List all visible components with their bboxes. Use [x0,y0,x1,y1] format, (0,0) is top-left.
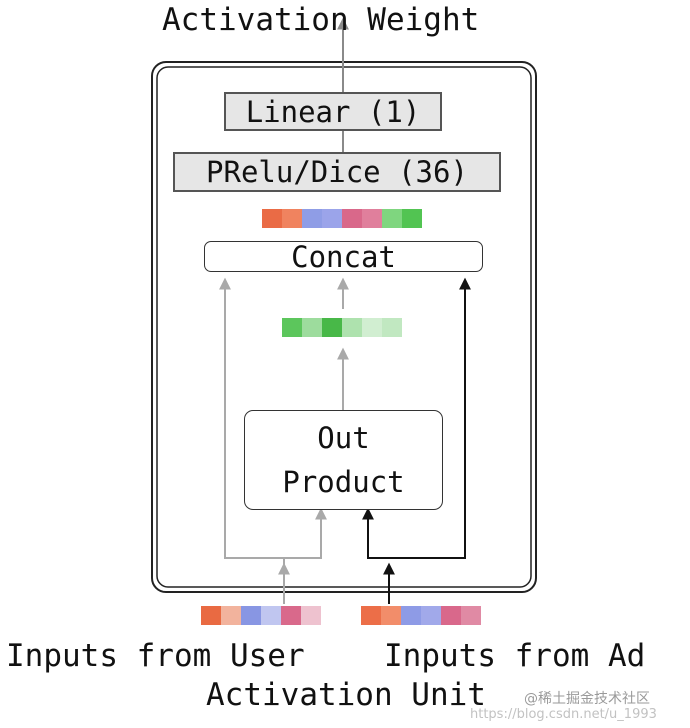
embedding-cell [281,606,301,625]
linear-layer-label: Linear (1) [245,94,421,129]
arrow-user-to-product [284,507,327,559]
embedding-cell [322,318,342,337]
arrow-ad-to-concat [389,277,471,559]
embedding-cell [382,209,402,228]
embedding-cell [362,209,382,228]
embedding-cell [382,318,402,337]
embedding-cell [282,209,302,228]
embedding-cell [441,606,461,625]
embedding-cell [361,606,381,625]
user-input-embedding [201,606,321,625]
concat-output-embedding [262,209,422,228]
out-product-label-line1: Out [317,421,370,455]
embedding-cell [302,209,322,228]
ad-input-embedding [361,606,481,625]
out-product-label-line2: Product [282,465,405,499]
embedding-cell [201,606,221,625]
embedding-cell [221,606,241,625]
embedding-cell [241,606,261,625]
embedding-cell [401,606,421,625]
inputs-from-user-label: Inputs from User [6,638,305,674]
concat-box: Concat [204,239,483,274]
embedding-cell [342,318,362,337]
embedding-cell [461,606,481,625]
embedding-cell [262,209,282,228]
watermark-url: https://blog.csdn.net/u_1993 [470,707,657,722]
prelu-dice-layer-box: PRelu/Dice (36) [173,152,501,192]
embedding-cell [381,606,401,625]
inputs-from-ad-label: Inputs from Ad [384,638,646,674]
prelu-dice-layer-label: PRelu/Dice (36) [206,155,468,189]
linear-layer-box: Linear (1) [224,92,442,131]
embedding-cell [302,318,322,337]
embedding-cell [342,209,362,228]
concat-label: Concat [291,239,396,274]
activation-unit-caption: Activation Unit [206,677,486,713]
embedding-cell [362,318,382,337]
out-product-box: Out Product [244,410,443,510]
out-product-embedding [282,318,402,337]
embedding-cell [301,606,321,625]
embedding-cell [421,606,441,625]
arrow-ad-to-product [362,507,389,559]
embedding-cell [261,606,281,625]
activation-weight-title: Activation Weight [162,2,480,38]
watermark-cn: @稀土掘金技术社区 [524,691,650,707]
embedding-cell [402,209,422,228]
embedding-cell [282,318,302,337]
embedding-cell [322,209,342,228]
